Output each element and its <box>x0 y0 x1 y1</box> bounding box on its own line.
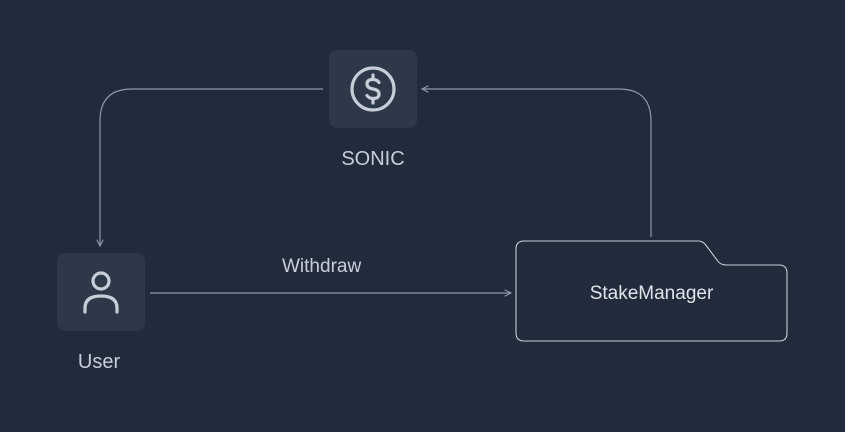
edge-stakemanager-to-sonic <box>422 89 652 237</box>
sonic-label: SONIC <box>341 148 405 170</box>
user-node[interactable] <box>57 253 145 331</box>
edge-sonic-to-user <box>100 88 323 246</box>
stakemanager-folder-shape[interactable] <box>515 240 788 342</box>
user-icon <box>83 271 119 314</box>
sonic-node[interactable] <box>329 50 417 128</box>
withdraw-label: Withdraw <box>282 256 362 277</box>
stakemanager-label: StakeManager <box>589 283 714 304</box>
user-label: User <box>77 351 121 373</box>
dollar-coin-icon <box>350 66 396 112</box>
